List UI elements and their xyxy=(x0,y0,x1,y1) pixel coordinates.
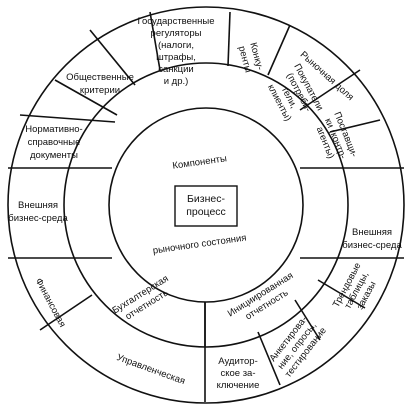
government-line-5: санкции xyxy=(158,64,194,75)
right-env-line-2: бизнес-среда xyxy=(342,240,402,251)
regulatory-line-2: справочные xyxy=(28,137,81,148)
divider-tl-3 xyxy=(54,79,118,116)
divider-br-1 xyxy=(317,279,366,309)
government-line-2: регуляторы xyxy=(151,28,202,39)
left-env-line-2: бизнес-среда xyxy=(8,213,68,224)
regulatory-line-1: Нормативно- xyxy=(25,124,82,135)
regulatory-line-3: документы xyxy=(30,150,78,161)
middle-ring xyxy=(63,62,349,348)
divider-br-3 xyxy=(257,331,281,386)
divider-tl-2 xyxy=(149,11,161,71)
divider-tl-1 xyxy=(89,29,136,86)
ring-label-top: Компоненты xyxy=(172,153,228,172)
right-env-line-1: Внешняя xyxy=(352,227,392,238)
public-line-2: критерии xyxy=(80,85,120,96)
divider-bl-1 xyxy=(39,294,93,331)
divider-br-2 xyxy=(294,299,321,341)
left-env-line-1: Внешняя xyxy=(18,200,58,211)
divider-tr-4 xyxy=(329,119,381,133)
audit-line-2: ское за- xyxy=(220,368,255,379)
government-line-1: Государственные xyxy=(137,16,214,27)
divider-tr-2 xyxy=(267,24,291,76)
audit-line-1: Аудитор- xyxy=(218,356,258,367)
government-line-4: штрафы, xyxy=(156,52,196,63)
outer-ring xyxy=(7,6,405,404)
inner-ring xyxy=(108,107,304,303)
management-label: Управленческая xyxy=(115,352,186,387)
divider-tl-4 xyxy=(19,114,116,123)
center-box xyxy=(174,185,238,227)
ring-label-bottom: рыночного состояния xyxy=(152,233,247,257)
center-label-line-1: Бизнес- xyxy=(187,193,225,205)
government-line-6: и др.) xyxy=(164,76,189,87)
center-label-line-2: процесс xyxy=(186,206,226,218)
public-line-1: Общественные xyxy=(66,72,134,83)
divider-tr-1 xyxy=(227,11,231,67)
government-line-3: (налоги, xyxy=(158,40,194,51)
financial-label: Финансовая xyxy=(33,276,68,329)
audit-line-3: ключение xyxy=(217,380,260,391)
divider-tr-3 xyxy=(299,69,361,111)
